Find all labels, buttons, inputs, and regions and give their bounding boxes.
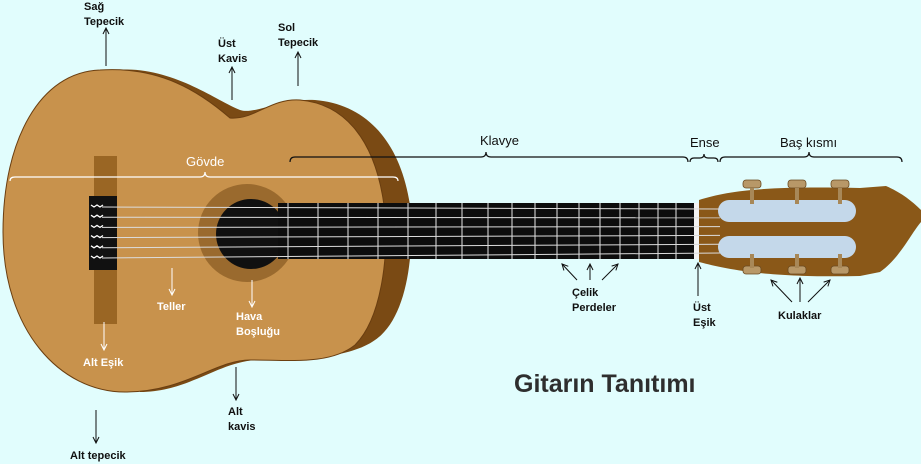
label-ust-esik: Üst Eşik (693, 301, 716, 331)
label-ust-kavis-line1: Üst (218, 38, 236, 50)
label-sol-tepecik-line1: Sol (278, 22, 296, 34)
arrow-sag-tepecik (102, 26, 110, 66)
string-4 (101, 234, 721, 239)
bracket-bas-kismi (719, 151, 903, 163)
fretboard (278, 203, 695, 259)
label-sag-tepecik-line2: Tepecik (84, 16, 125, 28)
bracket-klavye (289, 151, 689, 163)
arrow-kulaklar-2 (796, 276, 804, 302)
bracket-ense (689, 153, 719, 163)
label-sag-tepecik: Sağ Tepecik (84, 0, 124, 30)
label-sol-tepecik: Sol Tepecik (278, 21, 318, 51)
arrow-hava-boslugu (248, 280, 256, 309)
arrow-celik-perdeler-3 (601, 263, 619, 281)
headstock (699, 186, 921, 277)
headstock-slot-lower (718, 236, 856, 258)
section-label-bas-kismi: Baş kısmı (780, 135, 838, 150)
label-hava-boslugu: Hava Boşluğu (236, 310, 280, 340)
label-alt-esik: Alt Eşik (83, 357, 124, 369)
diagram-title: Gitarın Tanıtımı (514, 370, 696, 398)
label-kulaklar: Kulaklar (778, 310, 822, 322)
label-celik-perdeler-line2: Perdeler (572, 302, 617, 314)
string-tie-1 (90, 204, 104, 208)
label-ust-kavis: Üst Kavis (218, 37, 247, 67)
arrow-ust-kavis (228, 65, 236, 100)
string-tie-6 (90, 255, 104, 259)
arrow-sol-tepecik (294, 50, 302, 86)
nut (694, 203, 699, 259)
tuner-top-2 (787, 179, 807, 189)
string-6 (101, 252, 721, 259)
label-celik-perdeler: Çelik Perdeler (572, 286, 616, 316)
label-celik-perdeler-line1: Çelik (572, 287, 599, 299)
section-label-ense: Ense (690, 135, 720, 150)
arrow-alt-esik (100, 322, 108, 352)
label-sag-tepecik-line1: Sağ (84, 1, 105, 13)
arrow-kulaklar-1 (770, 279, 793, 303)
label-ust-esik-line1: Üst (693, 302, 711, 314)
string-tie-4 (90, 234, 104, 239)
label-ust-esik-line2: Eşik (693, 317, 716, 329)
arrow-teller (168, 268, 176, 297)
arrow-kulaklar-3 (807, 279, 831, 303)
arrow-celik-perdeler-1 (561, 263, 578, 281)
string-5 (101, 243, 721, 249)
arrow-alt-kavis (232, 367, 240, 402)
tuner-top-3 (830, 179, 850, 189)
string-2 (101, 216, 721, 219)
bracket-govde (9, 171, 399, 182)
string-tie-2 (90, 214, 104, 218)
soundhole (216, 199, 286, 269)
string-3 (101, 226, 721, 228)
tuner-top-1 (742, 179, 762, 189)
label-hava-boslugu-line2: Boşluğu (236, 326, 280, 338)
tuner-post-bottom-3 (838, 254, 842, 268)
string-tie-5 (90, 245, 104, 249)
label-sol-tepecik-line2: Tepecik (278, 37, 319, 49)
arrow-celik-perdeler-2 (586, 262, 594, 280)
label-alt-tepecik: Alt tepecik (70, 450, 126, 462)
tuner-post-bottom-1 (750, 254, 754, 268)
section-label-govde: Gövde (186, 154, 225, 169)
tuner-post-bottom-2 (795, 254, 799, 268)
string-tie-3 (90, 224, 104, 229)
label-alt-kavis-line1: Alt (228, 406, 243, 418)
tuner-post-top-1 (750, 188, 754, 204)
string-1 (101, 206, 721, 210)
label-hava-boslugu-line1: Hava (236, 311, 263, 323)
section-label-klavye: Klavye (480, 133, 520, 148)
tuner-post-top-3 (838, 188, 842, 204)
label-teller: Teller (157, 301, 186, 313)
arrow-ust-esik (694, 261, 702, 296)
label-alt-kavis: Alt kavis (228, 405, 256, 435)
tuner-post-top-2 (795, 188, 799, 204)
label-alt-kavis-line2: kavis (228, 421, 256, 433)
headstock-slot-upper (718, 200, 856, 222)
label-ust-kavis-line2: Kavis (218, 53, 248, 65)
arrow-alt-tepecik (92, 410, 100, 445)
